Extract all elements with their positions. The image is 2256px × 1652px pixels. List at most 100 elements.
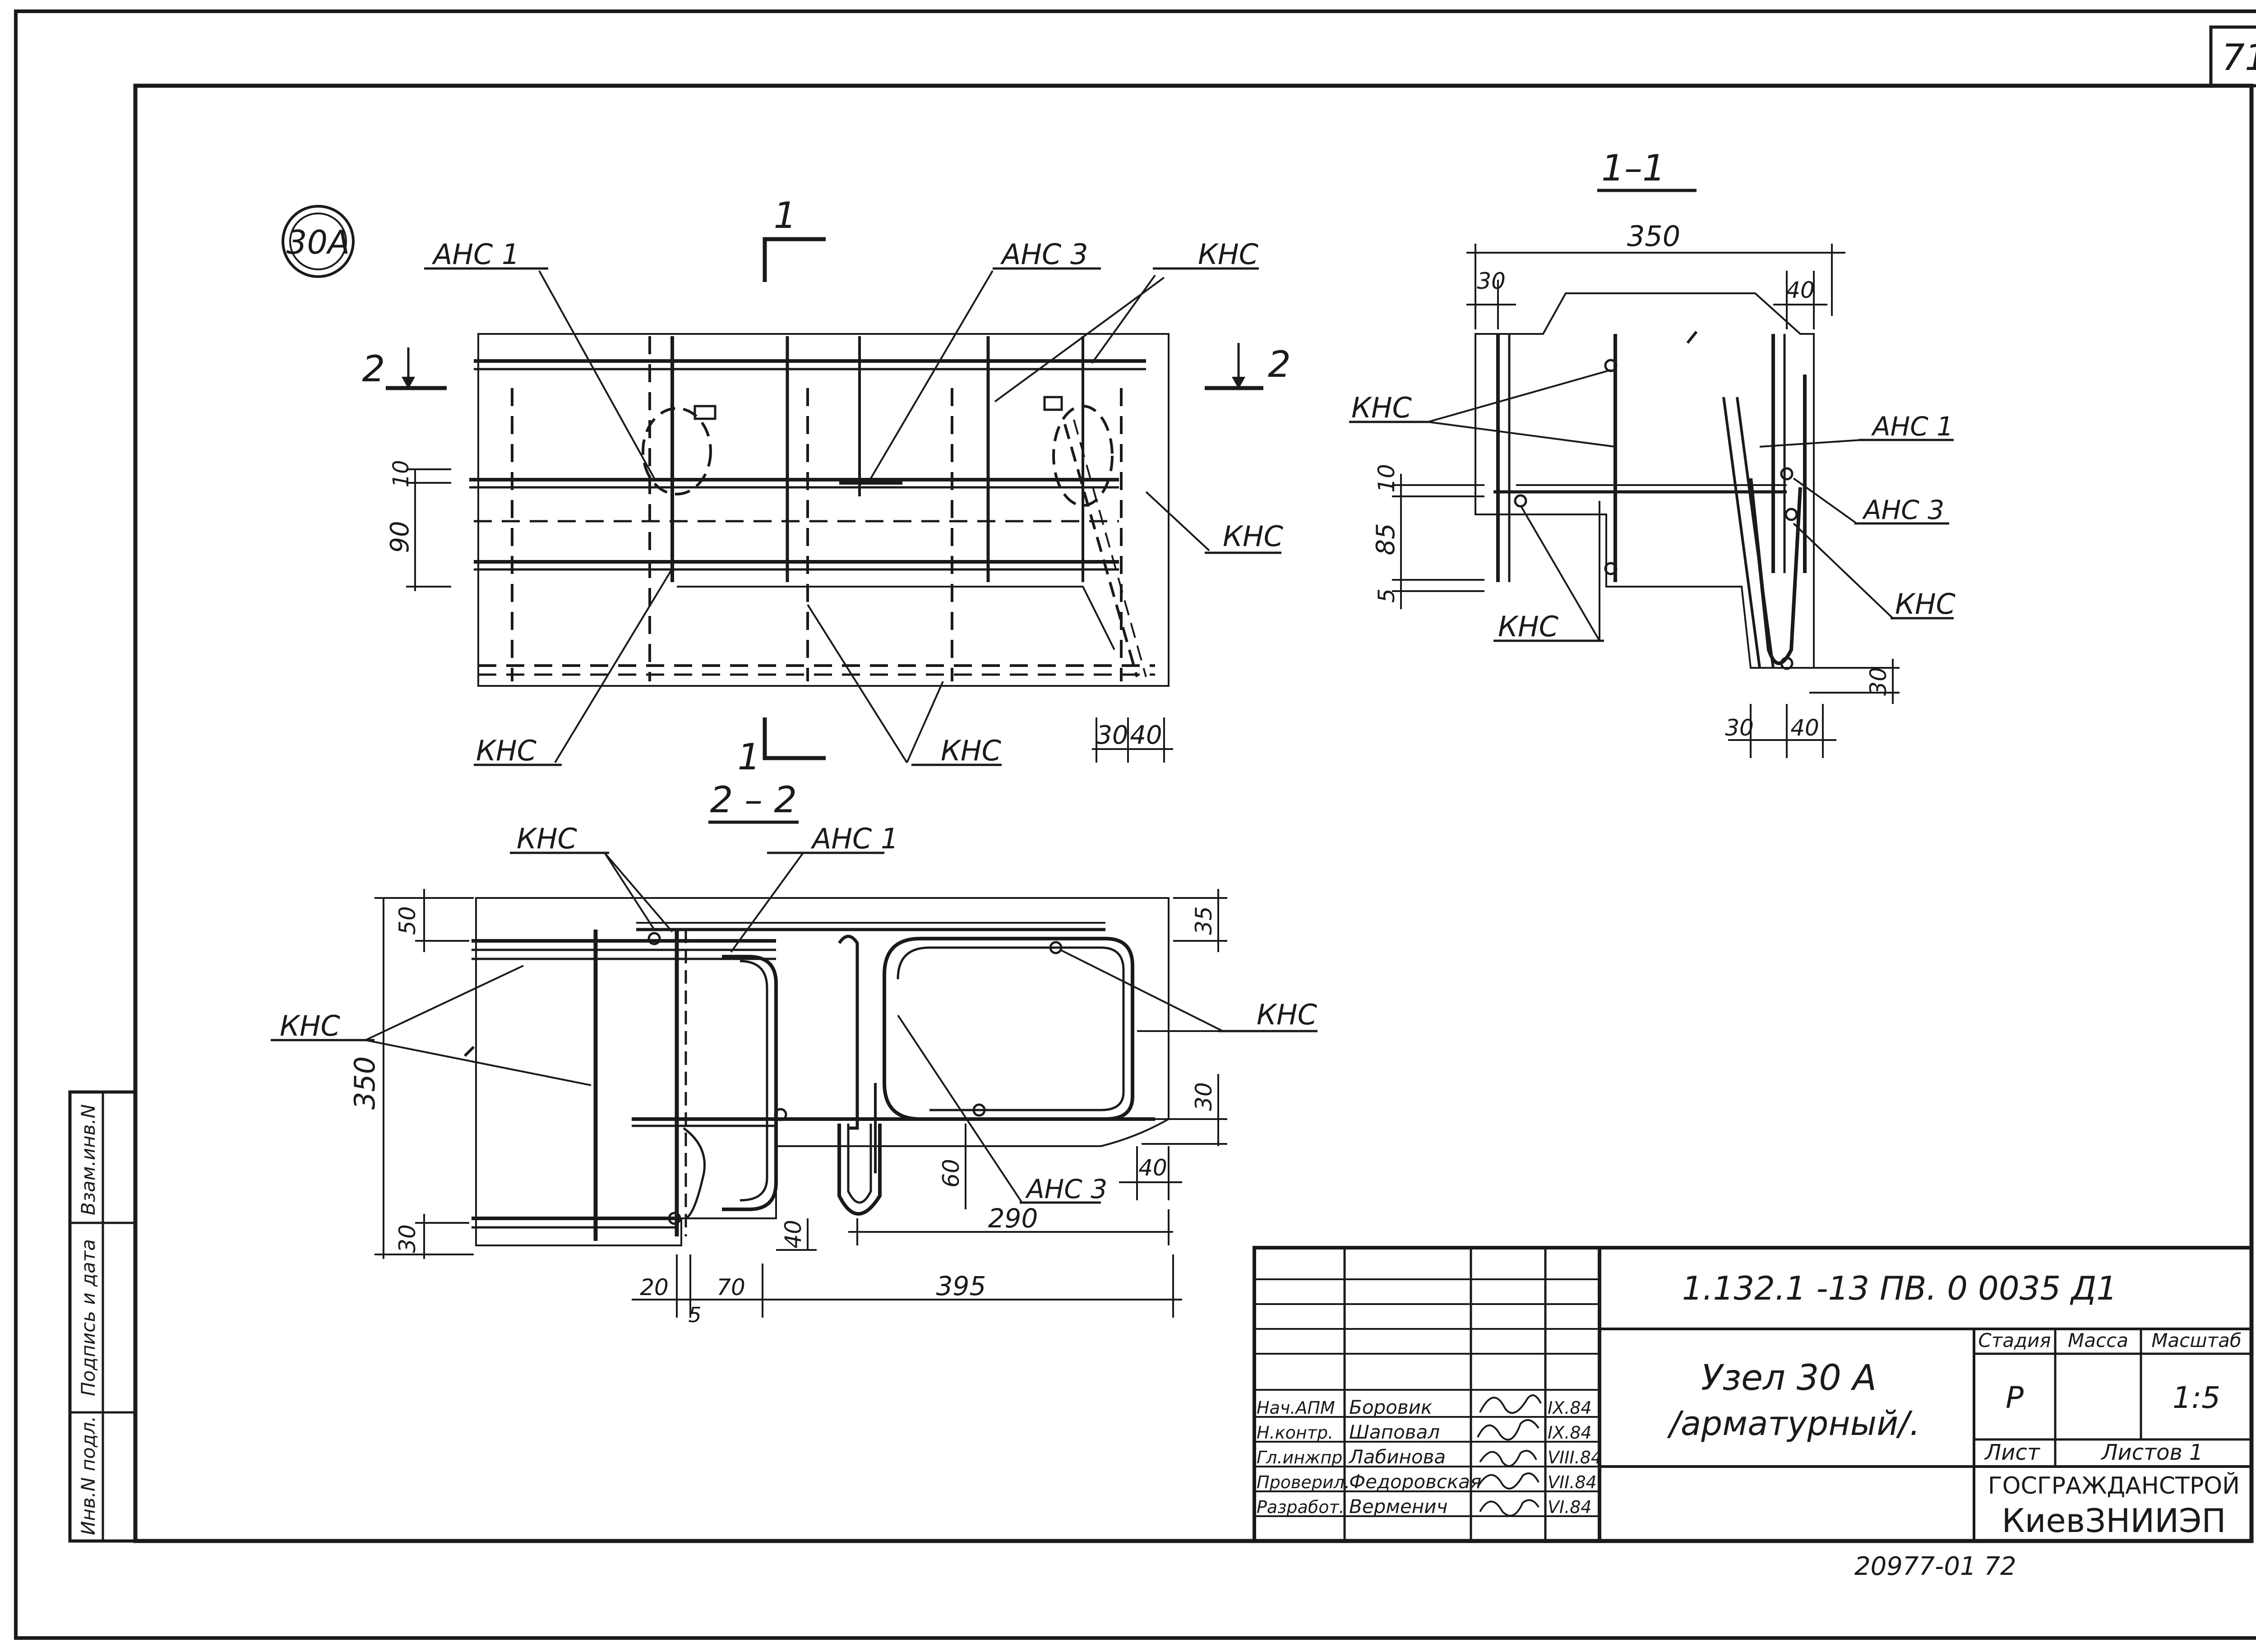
section-2-2-dim-70: 70 bbox=[717, 1274, 745, 1300]
side-stamp-inv-podl: Инв.N подл. bbox=[77, 1416, 99, 1535]
plan-dim-10: 10 bbox=[388, 460, 414, 487]
section-1-1-dim-30: 30 bbox=[1477, 268, 1506, 294]
plan-label-kns-right: КНС bbox=[1223, 520, 1284, 553]
title-block-title-line1: Узел 30 А bbox=[1701, 1358, 1877, 1398]
staff-date: IX.84 bbox=[1548, 1398, 1592, 1418]
staff-role: Разработ. bbox=[1257, 1497, 1345, 1517]
staff-role: Проверил. bbox=[1257, 1472, 1350, 1492]
section-1-1-dim-30-right: 30 bbox=[1865, 667, 1891, 696]
staff-name: Боровик bbox=[1349, 1396, 1433, 1418]
title-block-header-mass: Масса bbox=[2068, 1329, 2128, 1351]
plan-label-kns-top: КНС bbox=[1198, 238, 1259, 271]
plan-label-kns-bottom: КНС bbox=[941, 734, 1002, 767]
section-2-2-label-kns-top: КНС bbox=[517, 822, 578, 855]
section-2-2-leaders bbox=[271, 851, 1318, 1204]
title-block-sheets-label: Листов 1 bbox=[2100, 1440, 2203, 1465]
section-1-1-dim-5: 5 bbox=[1373, 588, 1400, 603]
staff-role: Нач.АПМ bbox=[1257, 1398, 1335, 1418]
staff-date: VII.84 bbox=[1548, 1472, 1597, 1492]
staff-name: Федоровская bbox=[1349, 1471, 1481, 1493]
staff-row-4: Разработ. Верменич VI.84 bbox=[1257, 1495, 1592, 1518]
title-block bbox=[1253, 1246, 2253, 1543]
section-2-2-dim-50: 50 bbox=[394, 906, 421, 935]
section-1-1-leaders bbox=[1349, 369, 1954, 642]
staff-name: Верменич bbox=[1349, 1495, 1447, 1518]
section-mark-2-right-label: 2 bbox=[1268, 343, 1291, 385]
staff-name: Шаповал bbox=[1349, 1421, 1440, 1443]
section-2-2-dim-40-bottom: 40 bbox=[780, 1220, 806, 1249]
section-2-2-dim-30: 30 bbox=[394, 1224, 421, 1253]
node-mark: 30А bbox=[282, 205, 355, 278]
title-block-header-stage: Стадия bbox=[1978, 1329, 2051, 1351]
section-2-2-dim-5: 5 bbox=[688, 1303, 701, 1327]
section-2-2-dim-60: 60 bbox=[938, 1159, 964, 1188]
section-2-2-dim-35: 35 bbox=[1191, 906, 1217, 935]
section-1-1-label-kns-right: КНС bbox=[1895, 588, 1956, 620]
section-1-1-dim-10: 10 bbox=[1373, 464, 1400, 493]
section-mark-1-top: 1 bbox=[763, 194, 826, 282]
staff-name: Лабинова bbox=[1348, 1446, 1446, 1468]
plan-dim-90: 90 bbox=[385, 521, 415, 553]
section-1-1-title: 1–1 bbox=[1597, 147, 1697, 192]
staff-row-3: Проверил. Федоровская VII.84 bbox=[1257, 1471, 1597, 1493]
plan-label-kns-bottom-left: КНС bbox=[476, 734, 537, 767]
node-mark-text: 30А bbox=[287, 223, 350, 261]
title-block-title-line2: /арматурный/. bbox=[1667, 1404, 1920, 1443]
section-1-1-label-ans1: АНС 1 bbox=[1871, 411, 1953, 442]
section-1-1-dim-30-bottom: 30 bbox=[1725, 715, 1754, 741]
page-number: 71 bbox=[2222, 37, 2256, 79]
staff-date: IX.84 bbox=[1548, 1423, 1592, 1443]
title-block-org-line1: ГОСГРАЖДАНСТРОЙ bbox=[1988, 1472, 2240, 1499]
title-block-scale: 1:5 bbox=[2173, 1380, 2220, 1415]
side-stamp-podp-data: Подпись и дата bbox=[77, 1239, 99, 1396]
staff-date: VIII.84 bbox=[1548, 1448, 1602, 1467]
plan-label-ans1: АНС 1 bbox=[431, 238, 519, 271]
page-number-box: 71 bbox=[2209, 25, 2256, 88]
plan-dim-30: 30 bbox=[1096, 721, 1128, 750]
section-2-2-dims bbox=[374, 889, 1227, 1318]
title-block-org-line2: КиевЗНИИЭП bbox=[2002, 1502, 2226, 1540]
section-1-1-label-kns-bottom: КНС bbox=[1498, 610, 1559, 643]
section-2-2-label-kns-right: КНС bbox=[1257, 998, 1318, 1031]
section-2-2-label-kns-left: КНС bbox=[280, 1009, 341, 1042]
section-1-1-dim-85: 85 bbox=[1371, 523, 1401, 555]
section-2-2-label-ans3: АНС 3 bbox=[1025, 1174, 1107, 1204]
section-2-2-dim-290: 290 bbox=[988, 1203, 1038, 1234]
section-1-1-dim-40: 40 bbox=[1786, 277, 1815, 303]
section-1-1-dim-350: 350 bbox=[1627, 220, 1680, 253]
signatures bbox=[1477, 1394, 1542, 1517]
section-mark-1-bottom: 1 bbox=[738, 717, 826, 778]
title-block-sheet-label: Лист bbox=[1984, 1440, 2041, 1465]
plan-leaders bbox=[424, 267, 1281, 766]
plan-dim-40: 40 bbox=[1130, 721, 1162, 750]
staff-role: Н.контр. bbox=[1257, 1423, 1333, 1443]
staff-row-1: Н.контр. Шаповал IX.84 bbox=[1257, 1421, 1592, 1443]
section-1-1-title-text: 1–1 bbox=[1601, 147, 1665, 189]
staff-row-2: Гл.инжпр. Лабинова VIII.84 bbox=[1257, 1446, 1602, 1468]
staff-date: VI.84 bbox=[1548, 1497, 1592, 1517]
section-2-2-dim-350: 350 bbox=[348, 1056, 381, 1110]
section-2-2-dim-40-right: 40 bbox=[1138, 1155, 1167, 1181]
section-mark-2-left: 2 bbox=[362, 347, 447, 390]
section-2-2-title: 2 – 2 bbox=[708, 779, 799, 824]
staff-row-0: Нач.АПМ Боровик IX.84 bbox=[1257, 1396, 1592, 1418]
bottom-number: 20977-01 72 bbox=[1854, 1552, 2016, 1581]
outer-frame bbox=[14, 9, 2256, 1640]
section-2-2-dim-30-right: 30 bbox=[1191, 1082, 1217, 1111]
section-mark-2-right: 2 bbox=[1205, 343, 1291, 390]
section-mark-1-top-label: 1 bbox=[774, 194, 797, 236]
title-block-stage: Р bbox=[2006, 1380, 2024, 1415]
plan-dims bbox=[406, 468, 1173, 763]
section-2-2 bbox=[463, 897, 1170, 1246]
staff-role: Гл.инжпр. bbox=[1257, 1448, 1348, 1467]
plan-view bbox=[469, 333, 1170, 687]
title-block-header-scale: Масштаб bbox=[2151, 1329, 2242, 1351]
section-2-2-title-text: 2 – 2 bbox=[710, 779, 797, 821]
section-2-2-dim-20: 20 bbox=[640, 1274, 669, 1300]
side-stamp-vzam-inv: Взам.инв.N bbox=[77, 1104, 99, 1215]
section-1-1-dim-40-bottom: 40 bbox=[1790, 715, 1819, 741]
plan-label-ans3: АНС 3 bbox=[1000, 238, 1088, 271]
section-2-2-label-ans1: АНС 1 bbox=[810, 822, 898, 855]
section-1-1-label-ans3: АНС 3 bbox=[1862, 495, 1944, 525]
